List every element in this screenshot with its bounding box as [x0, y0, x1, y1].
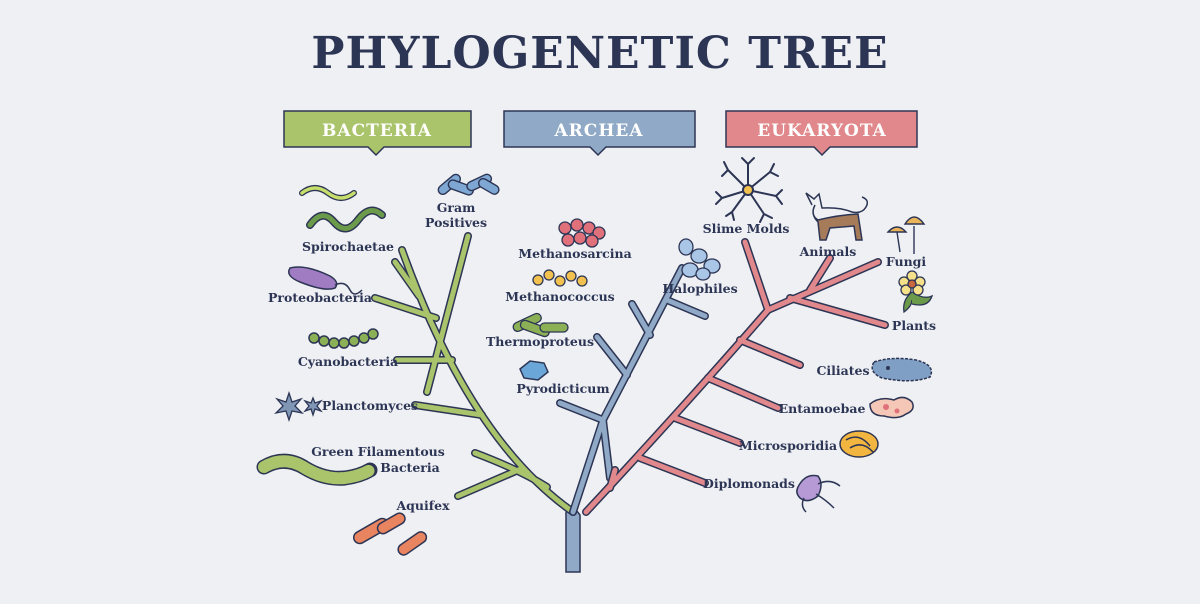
label-plants: Plants — [892, 318, 936, 333]
planctomyces-icon — [274, 390, 323, 423]
eukaryota-header-box — [725, 110, 918, 157]
aquifex-icon — [352, 512, 428, 556]
label-fungi: Fungi — [886, 254, 927, 269]
eukaryota-header-label: EUKARYOTA — [757, 121, 887, 141]
label-cyanobacteria: Cyanobacteria — [298, 354, 398, 369]
bacteria-header-label: BACTERIA — [322, 121, 432, 141]
archea-header-box — [503, 110, 696, 157]
label-microsporidia: Microsporidia — [739, 438, 837, 453]
archea-header-label: ARCHEA — [553, 121, 643, 141]
bacteria-header-box — [283, 110, 472, 157]
eukaryota-branches — [582, 238, 889, 516]
cat-icon — [805, 192, 869, 241]
label-green-filamentous-line2: Bacteria — [380, 460, 439, 475]
bacteria-branches — [371, 232, 577, 516]
methanococcus-icon — [532, 269, 588, 287]
label-animals: Animals — [799, 244, 857, 259]
cyanobacterium-icon — [308, 328, 379, 349]
pyrodicticum-icon — [519, 360, 549, 381]
proteobacterium-icon — [288, 266, 363, 295]
label-entamoebae: Entamoebae — [779, 401, 866, 416]
thermoproteus-icon — [512, 312, 569, 338]
label-gram-positives-line1: Gram — [437, 200, 476, 215]
archea-header: ARCHEA — [503, 110, 696, 157]
label-thermoproteus: Thermoproteus — [486, 334, 594, 349]
spirochaete-icon — [299, 185, 386, 233]
gram-positive-icon — [437, 173, 500, 196]
microsporidia-icon — [839, 430, 879, 458]
label-pyrodicticum: Pyrodicticum — [516, 381, 609, 396]
label-green-filamentous-line1: Green Filamentous — [311, 444, 445, 459]
label-ciliates: Ciliates — [816, 363, 869, 378]
page-title: PHYLOGENETIC TREE — [311, 28, 888, 79]
flower-icon — [898, 270, 934, 314]
halophile-icon — [678, 238, 721, 281]
bacteria-header: BACTERIA — [283, 110, 472, 157]
label-halophiles: Halophiles — [662, 281, 737, 296]
label-spirochaetae: Spirochaetae — [302, 239, 394, 254]
eukaryota-header: EUKARYOTA — [725, 110, 918, 157]
filament-icon — [256, 453, 378, 486]
label-aquifex: Aquifex — [395, 498, 450, 513]
label-methanosarcina: Methanosarcina — [518, 246, 631, 261]
label-planctomyces: Planctomyces — [322, 398, 418, 413]
label-methanococcus: Methanococcus — [505, 289, 614, 304]
methanosarcina-icon — [558, 218, 606, 248]
archea-branches — [556, 264, 709, 516]
amoeba-icon — [869, 396, 914, 419]
diplomonad-icon — [796, 474, 841, 513]
label-diplomonads: Diplomonads — [703, 476, 795, 491]
label-proteobacteria: Proteobacteria — [268, 290, 372, 305]
mushroom-icon — [886, 216, 926, 254]
slime-mold-icon — [715, 157, 783, 223]
label-slime-molds: Slime Molds — [703, 221, 790, 236]
label-gram-positives-line2: Positives — [425, 215, 487, 230]
ciliate-icon — [871, 357, 933, 382]
